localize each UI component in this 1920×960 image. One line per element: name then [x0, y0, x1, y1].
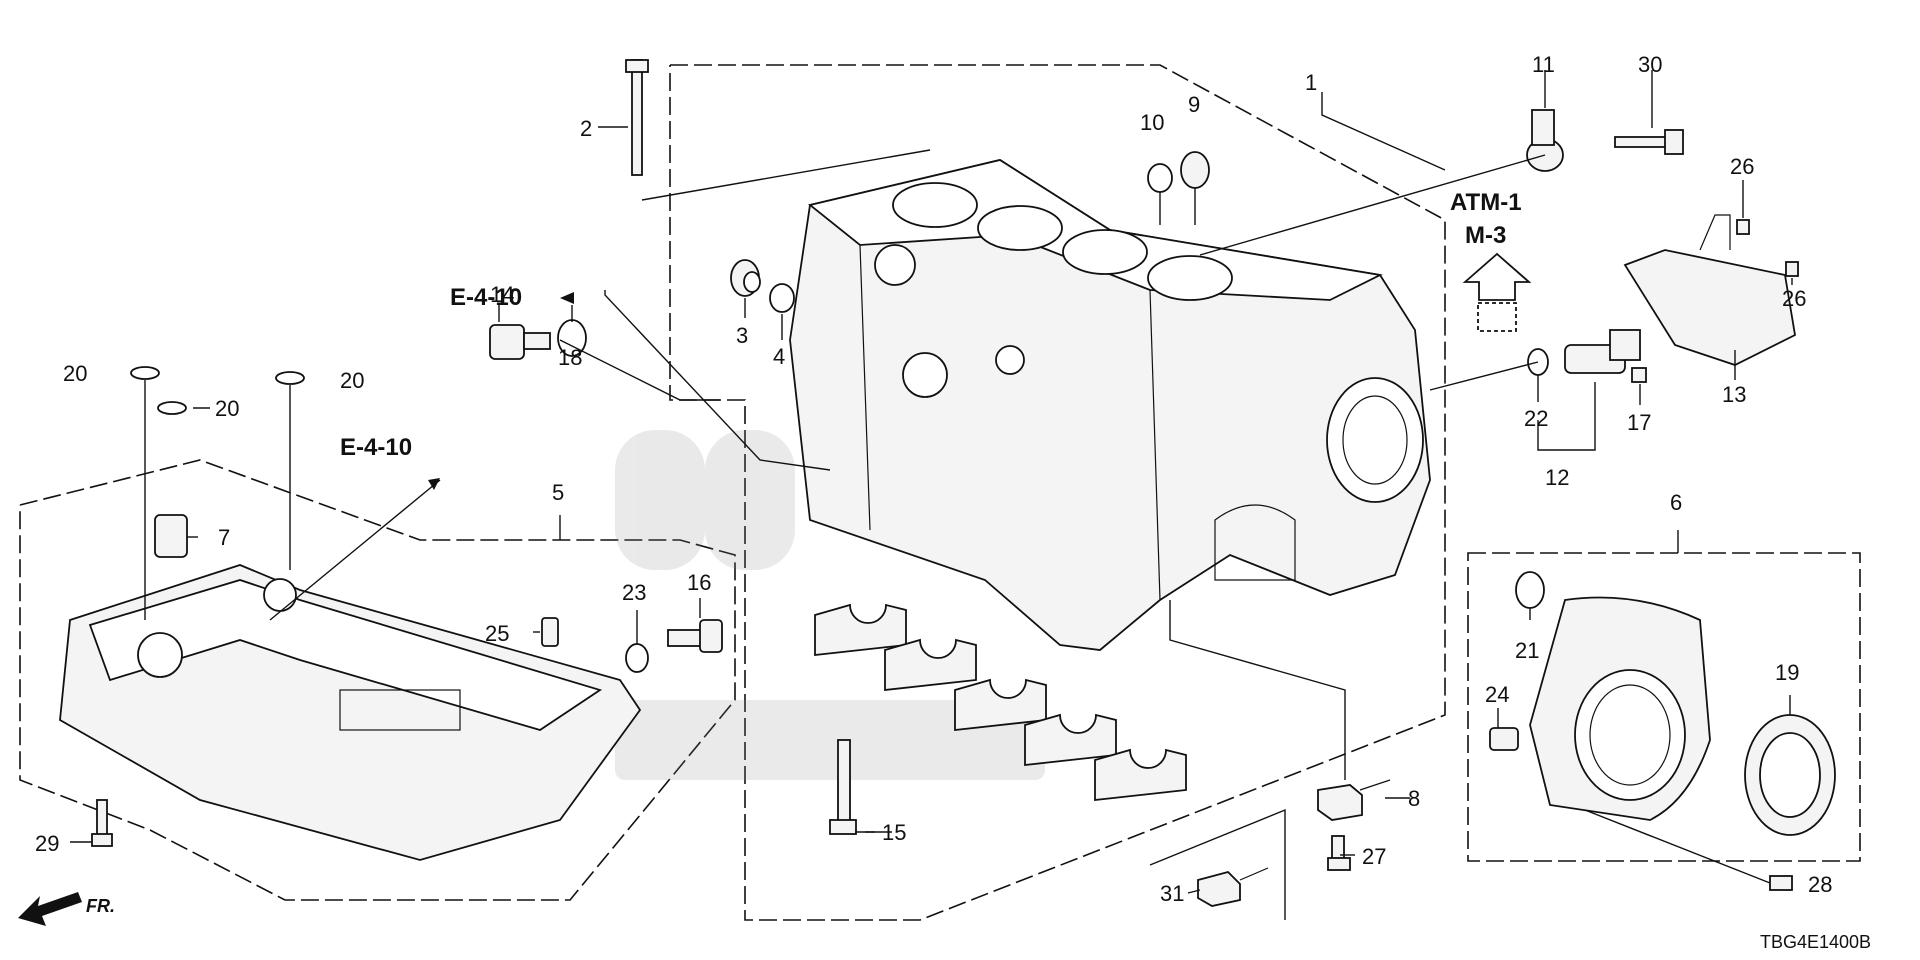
part-30-bolt[interactable] [1614, 129, 1684, 155]
part-9-plug[interactable] [1180, 151, 1210, 189]
part-17-bolt[interactable] [1631, 367, 1647, 383]
m-ref[interactable]: M-3 [1465, 222, 1506, 249]
callout-14: 14 [490, 282, 514, 307]
front-arrow-icon [18, 892, 82, 926]
part-20-washer-c[interactable] [275, 371, 305, 385]
callout-9: 9 [1188, 92, 1200, 117]
part-26-bolt-upper[interactable] [1736, 219, 1750, 235]
part-16-plug[interactable] [667, 619, 723, 653]
front-label: FR. [86, 896, 115, 916]
callout-31: 31 [1160, 881, 1184, 906]
part-11-knock-sensor[interactable] [1526, 109, 1564, 172]
part-10-washer[interactable] [1147, 163, 1173, 193]
callout-8: 8 [1408, 786, 1420, 811]
part-25-dowel[interactable] [541, 617, 559, 647]
callout-15: 15 [882, 820, 906, 845]
oil-seal-housing[interactable] [1529, 596, 1711, 821]
callout-5: 5 [552, 480, 564, 505]
callout-26a: 26 [1730, 154, 1754, 179]
callout-10: 10 [1140, 110, 1164, 135]
part-20-washer-b[interactable] [157, 401, 187, 415]
callout-27: 27 [1362, 844, 1386, 869]
part-20-washer-a[interactable] [130, 366, 160, 380]
e-ref-upper-arrow-icon [560, 292, 574, 304]
callout-6: 6 [1670, 490, 1682, 515]
honda-watermark [615, 430, 1045, 780]
callout-4: 4 [773, 344, 785, 369]
diagram-code: TBG4E1400B [1760, 932, 1871, 952]
part-27-bolt[interactable] [1327, 835, 1351, 871]
callout-1: 1 [1305, 70, 1317, 95]
callout-12: 12 [1545, 465, 1569, 490]
e-ref-upper[interactable]: E-4-10 [450, 284, 522, 311]
part-4-washer[interactable] [769, 283, 795, 313]
callout-7: 7 [218, 525, 230, 550]
oil-pan[interactable] [59, 564, 642, 861]
atm-ref[interactable]: ATM-1 [1450, 189, 1522, 216]
part-29-bolt[interactable] [91, 799, 113, 847]
seal-housing-group-box [1467, 552, 1861, 862]
leader-lines [70, 70, 1793, 894]
part-8-bracket[interactable] [1317, 779, 1391, 821]
part-26-bolt-lower[interactable] [1785, 261, 1799, 277]
callout-20b: 20 [215, 396, 239, 421]
callout-16: 16 [687, 570, 711, 595]
callout-19: 19 [1775, 660, 1799, 685]
callout-21: 21 [1515, 638, 1539, 663]
callout-23: 23 [622, 580, 646, 605]
part-7-dowel[interactable] [154, 514, 188, 558]
part-3-plug[interactable] [730, 259, 761, 297]
callout-22: 22 [1524, 406, 1548, 431]
callout-28: 28 [1808, 872, 1832, 897]
part-28-bolt[interactable] [1769, 875, 1793, 891]
atm-dowel[interactable] [1462, 252, 1532, 332]
part-14-drain-plug[interactable] [489, 324, 551, 360]
callout-17: 17 [1627, 410, 1651, 435]
part-13-cover[interactable] [1623, 214, 1796, 366]
crankshaft-oil-seal[interactable] [1744, 714, 1836, 836]
front-arrow: FR. [18, 892, 115, 926]
callout-11: 11 [1532, 52, 1555, 77]
callout-2: 2 [580, 116, 592, 141]
e-ref-lower-arrow-icon [428, 478, 440, 490]
part-21-o-ring[interactable] [1515, 571, 1545, 609]
callout-20c: 20 [340, 368, 364, 393]
e-ref-lower[interactable]: E-4-10 [340, 434, 412, 461]
up-arrow-icon [1462, 252, 1532, 301]
part-31-frame [1149, 808, 1286, 920]
callout-25: 25 [485, 621, 509, 646]
callout-30: 30 [1638, 52, 1662, 77]
part-23-washer[interactable] [625, 643, 649, 673]
part-12-sensor[interactable] [1564, 329, 1641, 374]
callout-13: 13 [1722, 382, 1746, 407]
callout-24: 24 [1485, 682, 1509, 707]
part-31-bracket[interactable] [1197, 867, 1269, 907]
part-15-bolt[interactable] [829, 739, 857, 835]
callout-18: 18 [558, 345, 582, 370]
callout-3: 3 [736, 323, 748, 348]
part-2-bolt[interactable] [625, 59, 649, 176]
callout-20a: 20 [63, 361, 87, 386]
cylinder-block[interactable] [789, 159, 1431, 651]
callout-29: 29 [35, 831, 59, 856]
part-24-dowel[interactable] [1489, 727, 1519, 751]
bearing-caps[interactable] [814, 603, 1187, 802]
callout-26b: 26 [1782, 286, 1806, 311]
